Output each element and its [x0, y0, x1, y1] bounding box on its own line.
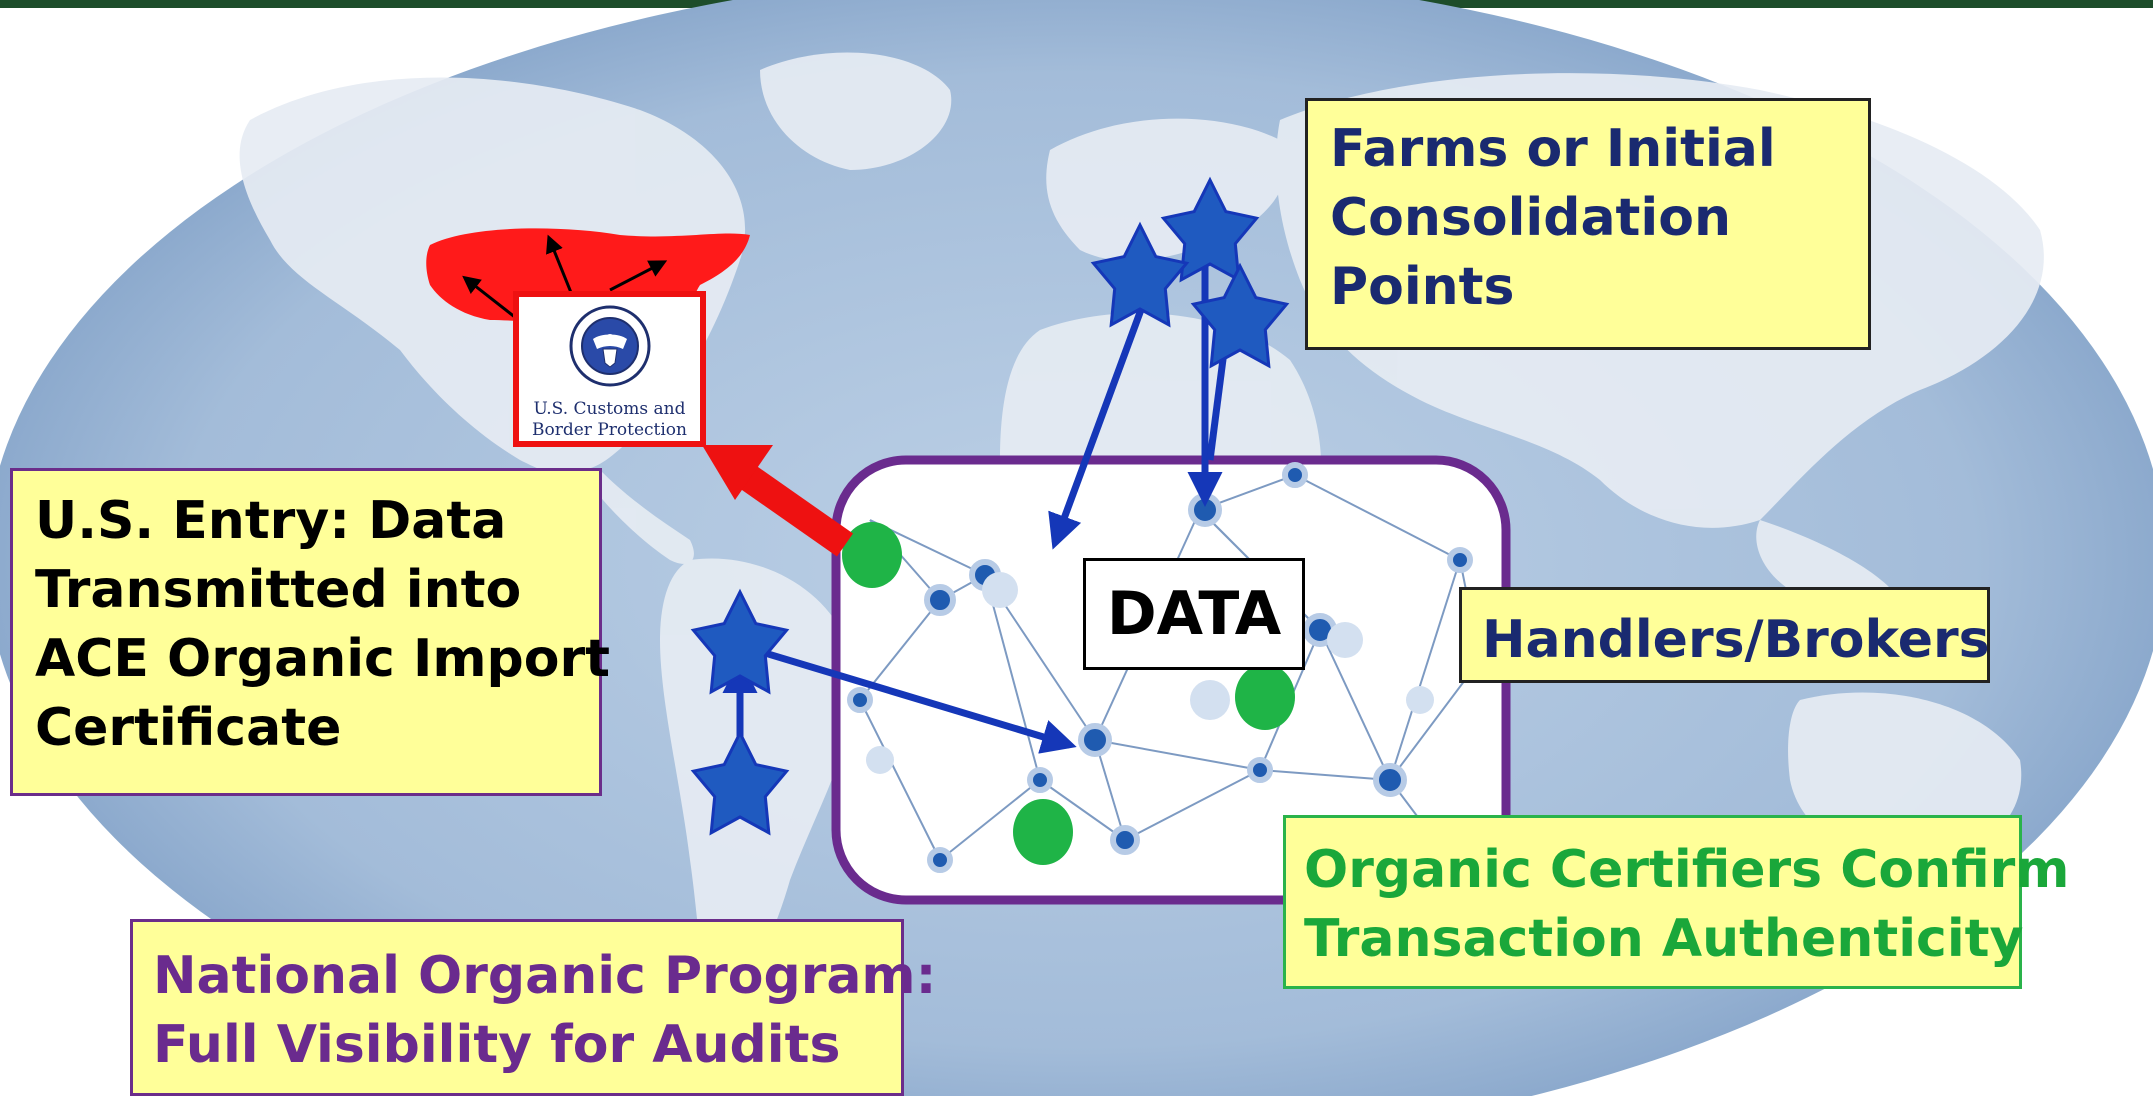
- us-entry-callout-line4: Certificate: [35, 698, 342, 759]
- handlers-callout-text: Handlers/Brokers: [1482, 610, 1990, 670]
- red-arrow-head: [702, 445, 773, 500]
- green-dots: [842, 522, 1295, 865]
- stars: [690, 176, 1290, 836]
- greenland-land: [760, 52, 952, 170]
- nop-callout-line2: Full Visibility for Audits: [153, 1015, 841, 1076]
- us-entry-callout-line3: ACE Organic Import: [35, 629, 610, 690]
- star-south-america-1: [690, 588, 790, 695]
- farms-callout-line3: Points: [1330, 257, 1515, 318]
- star-europe-2: [1090, 221, 1190, 328]
- red-arrow-shaft: [736, 463, 854, 557]
- us-entry-callout-line1: U.S. Entry: Data: [35, 491, 507, 551]
- farms-callout: Farms or Initial Consolidation Points: [1305, 98, 1871, 350]
- network-nodes: [847, 462, 1493, 873]
- certifiers-callout-line2: Transaction Authenticity: [1304, 909, 2024, 970]
- cbp-logo-text: U.S. Customs and Border Protection: [519, 399, 700, 442]
- us-entry-callout: U.S. Entry: Data Transmitted into ACE Or…: [10, 468, 610, 796]
- certifiers-callout-line1: Organic Certifiers Confirm: [1304, 840, 2070, 900]
- star-europe-1: [1160, 176, 1260, 283]
- data-label: DATA: [1083, 558, 1305, 670]
- farms-callout-line1: Farms or Initial: [1330, 119, 1776, 179]
- nop-callout-line1: National Organic Program:: [153, 946, 937, 1006]
- cbp-logo: U.S. Customs and Border Protection: [513, 291, 706, 447]
- star-europe-3: [1190, 262, 1290, 369]
- dhs-seal-icon: [569, 305, 651, 387]
- cbp-arrow-north: [546, 234, 574, 296]
- cbp-logo-line1: U.S. Customs and: [533, 399, 686, 419]
- star-south-america-2: [690, 729, 790, 836]
- us-entry-callout-line2: Transmitted into: [35, 560, 522, 621]
- farms-callout-line2: Consolidation: [1330, 188, 1731, 249]
- handlers-callout: Handlers/Brokers: [1459, 587, 1990, 683]
- nop-callout: National Organic Program: Full Visibilit…: [130, 919, 937, 1096]
- cbp-arrow-east: [609, 260, 668, 292]
- cbp-logo-line2: Border Protection: [532, 420, 687, 441]
- certifiers-callout: Organic Certifiers Confirm Transaction A…: [1283, 815, 2070, 989]
- central-america-land: [595, 470, 694, 564]
